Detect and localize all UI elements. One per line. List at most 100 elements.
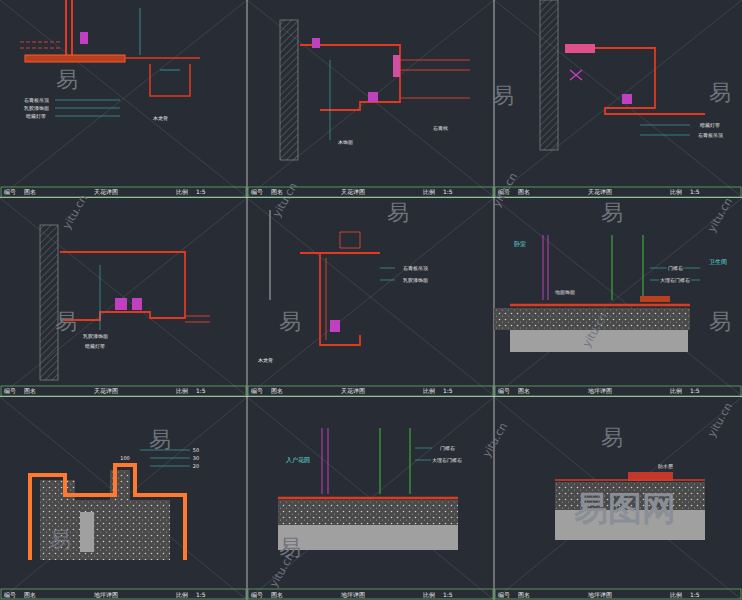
title-bar: 编号 图名 天花详图 比例 1:5 — [0, 386, 247, 396]
title-field: 编号 — [251, 592, 263, 598]
floor-detail-9 — [555, 472, 705, 540]
floor-detail-7 — [30, 450, 190, 560]
title-field: 图名 — [24, 592, 36, 598]
title-field: 比例 — [423, 189, 435, 195]
title-field: 编号 — [4, 189, 16, 195]
ceiling-detail-1 — [20, 0, 200, 116]
callout-text: 石膏线 — [432, 126, 449, 131]
detail-panel: 编号图名地坪详图比例1:5 — [0, 397, 247, 600]
title-field: 比例 — [670, 388, 682, 394]
title-field: 比例 — [176, 388, 188, 394]
title-field: 比例 — [670, 592, 682, 598]
detail-panel: 编号 图名 地坪详图 比例 1:5 — [494, 198, 742, 396]
callout-text: 30 — [192, 456, 200, 461]
title-field: 图名 — [24, 388, 36, 394]
title-bar: 编号 图名 地坪详图 比例 1:5 — [247, 590, 494, 600]
watermark: yitu.cn — [61, 193, 89, 231]
watermark: yitu.cn — [706, 196, 734, 234]
callout-text: 50 — [192, 448, 200, 453]
title-field: 1:5 — [443, 388, 453, 394]
callout-text: 20 — [192, 464, 200, 469]
title-field: 比例 — [176, 189, 188, 195]
watermark: 易 — [49, 529, 71, 551]
title-field: 图名 — [518, 592, 530, 598]
callout-text: 入户花园 — [285, 457, 311, 463]
watermark: yitu.cn — [706, 401, 734, 439]
watermark: 易 — [56, 69, 78, 91]
title-field: 1:5 — [443, 592, 453, 598]
title-field: 1:5 — [196, 189, 206, 195]
title-field: 图名 — [518, 388, 530, 394]
watermark: 易 — [149, 429, 171, 451]
title-bar: 编号 图名 地坪详图 比例 1:5 — [494, 386, 742, 396]
callout-text: 防水层 — [657, 464, 674, 469]
drawing-title: 地坪详图 — [94, 592, 118, 598]
title-field: 编号 — [4, 592, 16, 598]
drawing-title: 天花详图 — [94, 189, 118, 195]
drawing-title: 天花详图 — [588, 189, 612, 195]
watermark: 易 — [492, 85, 514, 107]
title-field: 编号 — [4, 388, 16, 394]
callout-text: 暗藏灯带 — [25, 114, 47, 119]
title-field: 1:5 — [196, 592, 206, 598]
floor-detail-6 — [494, 235, 700, 352]
callout-text: 石膏板吊顶 — [402, 266, 429, 271]
title-field: 比例 — [670, 189, 682, 195]
title-field: 编号 — [498, 388, 510, 394]
callout-text: 100 — [119, 456, 131, 461]
callout-text: 大理石门槛石 — [659, 278, 691, 283]
callout-text: 木龙骨 — [257, 358, 274, 363]
callout-text: 门槛石 — [439, 446, 456, 451]
watermark: 易 — [279, 311, 301, 333]
title-bar: 编号 图名 天花详图 比例 1:5 — [0, 187, 247, 197]
title-field: 图名 — [271, 592, 283, 598]
ceiling-detail-5 — [270, 210, 395, 345]
callout-text: 木饰面 — [337, 140, 354, 145]
ceiling-detail-4 — [40, 225, 210, 380]
drawing-title: 地坪详图 — [341, 592, 365, 598]
drawing-title: 天花详图 — [341, 388, 365, 394]
drawing-title: 地坪详图 — [588, 388, 612, 394]
drawing-title: 天花详图 — [341, 189, 365, 195]
ceiling-detail-2 — [280, 20, 470, 160]
callout-text: 木龙骨 — [152, 116, 169, 121]
watermark: 易 — [601, 427, 623, 449]
callout-text: 门槛石 — [667, 266, 684, 271]
title-field: 编号 — [498, 592, 510, 598]
floor-detail-8 — [278, 428, 458, 550]
drawing-title: 地坪详图 — [588, 592, 612, 598]
title-field: 图名 — [271, 388, 283, 394]
title-field: 1:5 — [196, 388, 206, 394]
title-field: 比例 — [423, 592, 435, 598]
title-bar: 编号图名地坪详图比例1:5 — [494, 590, 742, 600]
title-field: 编号 — [251, 189, 263, 195]
title-field: 图名 — [518, 189, 530, 195]
callout-text: 卧室 — [513, 241, 527, 247]
watermark: 易 — [709, 311, 731, 333]
callout-text: 乳胶漆饰面 — [82, 334, 109, 339]
callout-text: 乳胶漆饰面 — [23, 106, 50, 111]
detail-panel: 编号图名天花详图比例1:5 — [247, 0, 494, 197]
watermark: yitu.cn — [268, 551, 296, 589]
watermark: 易 — [387, 202, 409, 224]
title-field: 图名 — [24, 189, 36, 195]
ceiling-detail-3 — [540, 0, 705, 150]
title-field: 比例 — [423, 388, 435, 394]
title-bar: 编号图名天花详图比例1:5 — [494, 187, 742, 197]
title-field: 1:5 — [443, 189, 453, 195]
callout-text: 石膏板吊顶 — [23, 98, 50, 103]
callout-text: 乳胶漆饰面 — [402, 278, 429, 283]
watermark: yitu.cn — [481, 421, 509, 459]
title-field: 编号 — [251, 388, 263, 394]
drawing-title: 天花详图 — [94, 388, 118, 394]
title-field: 1:5 — [690, 388, 700, 394]
title-bars — [1, 187, 741, 599]
title-bar: 编号 图名 天花详图 比例 1:5 — [247, 386, 494, 396]
watermark: 易 — [601, 202, 623, 224]
title-field: 1:5 — [690, 189, 700, 195]
watermark: 易 — [55, 311, 77, 333]
title-bar: 编号图名地坪详图比例1:5 — [0, 590, 247, 600]
watermark: 易 — [709, 82, 731, 104]
